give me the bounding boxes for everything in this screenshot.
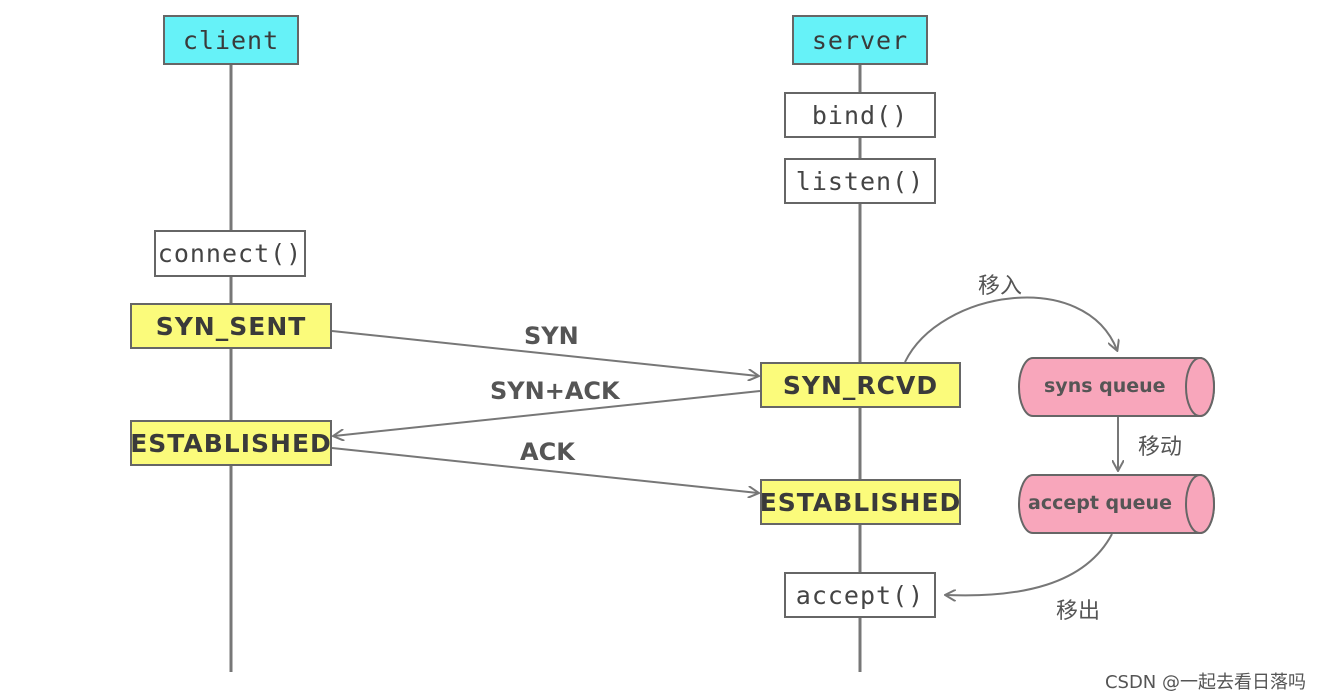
bind-call: bind() (784, 92, 936, 138)
syns-queue-label: syns queue (1044, 375, 1166, 397)
syns-queue-cylinder (1018, 357, 1215, 417)
server-syn-rcvd-state: SYN_RCVD (760, 362, 961, 408)
ack-label: ACK (520, 438, 575, 466)
move-in-arrow (904, 296, 1117, 363)
client-header: client (163, 15, 299, 65)
connect-call: connect() (154, 230, 306, 277)
accept-queue-cylinder (1018, 474, 1215, 534)
ack-arrow (331, 447, 758, 493)
syn-arrow (331, 330, 758, 376)
client-established-state: ESTABLISHED (130, 420, 332, 466)
syn-label: SYN (524, 322, 579, 350)
accept-call: accept() (784, 572, 936, 618)
watermark: CSDN @一起去看日落吗 (1104, 672, 1306, 693)
synack-label: SYN+ACK (490, 377, 620, 405)
move-in-label: 移入 (978, 274, 1023, 299)
listen-call: listen() (784, 158, 936, 204)
accept-queue-label: accept queue (1028, 492, 1172, 514)
move-label: 移动 (1138, 435, 1183, 460)
client-syn-sent-state: SYN_SENT (130, 303, 332, 349)
synack-arrow (334, 390, 761, 436)
move-out-label: 移出 (1056, 599, 1101, 624)
server-established-state: ESTABLISHED (760, 479, 961, 525)
server-header: server (792, 15, 928, 65)
move-out-arrow (946, 533, 1113, 595)
